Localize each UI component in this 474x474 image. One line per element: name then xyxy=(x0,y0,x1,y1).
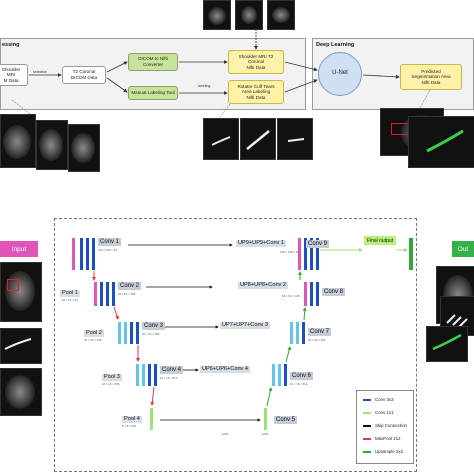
dim-conv8: 64 × 64 × 128 xyxy=(282,294,300,298)
pool-1-label: Pool 1 xyxy=(60,290,80,297)
t2-coronal-box: T2 Coronal DICOM Data xyxy=(62,66,106,84)
legend-item-conv3x3: Conv 3x3 xyxy=(363,397,394,402)
dim-conv3: 32 × 32 × 256 xyxy=(142,332,160,336)
selection-label: selection xyxy=(33,70,48,74)
legend-item-upsample: Upsample 2x2 xyxy=(363,449,403,454)
dim-conv7: 32 × 32 × 256 xyxy=(308,338,326,342)
top-arrows xyxy=(11,29,431,118)
conv-3-label: Conv 3 xyxy=(142,322,166,330)
dim-pool3: 16 × 16 × 256 xyxy=(102,382,120,386)
conv-7-label: Conv 7 xyxy=(308,328,332,336)
conv-9-label: Conv 9 xyxy=(306,240,330,248)
pool-3-label: Pool 3 xyxy=(102,374,122,381)
conv-1-label: Conv 1 xyxy=(98,238,122,246)
conv-8-label: Conv 8 xyxy=(322,288,346,296)
unet-box: U-Net xyxy=(318,52,362,96)
dim-conv5b: 1024 xyxy=(262,432,269,436)
dim-pool1: 64 × 64 × 64 xyxy=(62,298,78,302)
mri-source-box: Shoulder MRI M Data xyxy=(0,64,28,86)
predicted-zoom-image xyxy=(408,116,474,168)
dim-conv4: 16 × 16 × 512 xyxy=(160,376,178,380)
conv-4-label: Conv 4 xyxy=(160,366,184,374)
labeling-label: labeling xyxy=(198,84,211,88)
dim-conv9: 128 × 128 × 64 xyxy=(280,250,299,254)
dicom-to-nifti-box: DICOM to Nifti Converter xyxy=(128,53,178,71)
conv-2-label: Conv 2 xyxy=(118,282,142,290)
dim-conv5a: 1024 xyxy=(222,432,229,436)
conv-6-label: Conv 6 xyxy=(290,372,314,380)
up-9-label: UP9+UP9+Conv 1 xyxy=(236,240,287,247)
manual-labeling-box: Manual Labeling Tool xyxy=(128,86,178,100)
input-tag: Input xyxy=(0,241,38,257)
dim-conv2: 64 × 64 × 128 xyxy=(118,292,136,296)
dim-pool2: 32 × 32 × 128 xyxy=(84,338,102,342)
up-6-label: UP6+UP6+Conv 4 xyxy=(200,366,251,373)
unet-frame xyxy=(54,218,417,472)
legend-item-maxpool: MaxPool 2x2 xyxy=(363,436,400,441)
rotator-cuff-box: Rotator Cuff Tears Area Labeling Nifti D… xyxy=(228,80,284,104)
legend-item-skip: Skip Connection xyxy=(363,423,407,428)
pool-2-label: Pool 2 xyxy=(84,330,104,337)
pool-4-label: Pool 4 xyxy=(122,416,142,423)
legend: Conv 3x3 Conv 1x1 Skip Connection MaxPoo… xyxy=(356,390,414,464)
dim-conv6: 16 × 16 × 512 xyxy=(290,382,308,386)
up-8-label: UP8+UP8+Conv 2 xyxy=(238,282,289,289)
up-7-label: UP7+UP7+Conv 3 xyxy=(220,322,271,329)
dim-pool4: 8 × 8 × 512 xyxy=(122,424,137,428)
output-tag: Out xyxy=(452,241,474,257)
legend-item-conv1x1: Conv 1x1 xyxy=(363,410,394,415)
preprocessing-title: essing xyxy=(2,42,20,48)
final-output-label: Final output xyxy=(364,236,396,245)
predicted-box: Predicted Segmentation Area Nifti Data xyxy=(400,64,462,90)
deep-learning-title: Deep Learning xyxy=(316,42,355,48)
shoulder-t2-nifti-box: Shoulder MRI T2 Coronal Nifti Data xyxy=(228,50,284,74)
dim-conv1: 128 × 128 × 64 xyxy=(98,248,117,252)
conv-5-label: Conv 5 xyxy=(274,416,298,424)
